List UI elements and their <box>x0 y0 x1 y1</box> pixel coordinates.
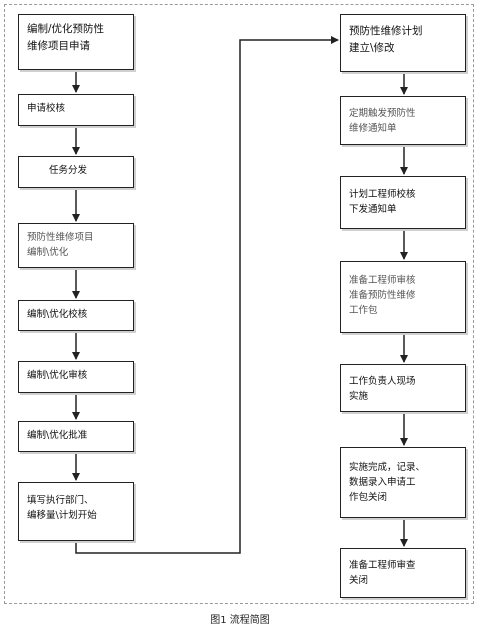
node-planner: 计划工程师校核 下发通知单 <box>340 176 466 229</box>
node-fill: 填写执行部门、 编移量\计划开始 <box>18 482 134 541</box>
node-approve: 编制\优化批准 <box>18 421 134 452</box>
node-execute: 工作负责人现场 实施 <box>340 364 466 412</box>
node-review-apply: 申请校核 <box>18 94 134 126</box>
node-apply: 编制/优化预防性 维修项目申请 <box>18 14 134 70</box>
arrow-fill-to-plan <box>75 36 339 554</box>
node-dispatch: 任务分发 <box>18 156 134 188</box>
node-close: 准备工程师审查 关闭 <box>340 548 466 598</box>
node-plan: 预防性维修计划 建立\修改 <box>340 14 466 72</box>
node-prepare: 准备工程师审核 准备预防性维修 工作包 <box>340 261 466 333</box>
node-compile: 预防性维修项目 编制\优化 <box>18 223 134 268</box>
node-check: 编制\优化校核 <box>18 300 134 331</box>
node-complete: 实施完成，记录、 数据录入申请工 作包关闭 <box>340 447 466 518</box>
node-notice: 定期触发预防性 维修通知单 <box>340 96 466 145</box>
figure-caption: 图1 流程简图 <box>210 615 270 626</box>
diagram-frame <box>4 4 474 604</box>
node-audit: 编制\优化审核 <box>18 361 134 393</box>
